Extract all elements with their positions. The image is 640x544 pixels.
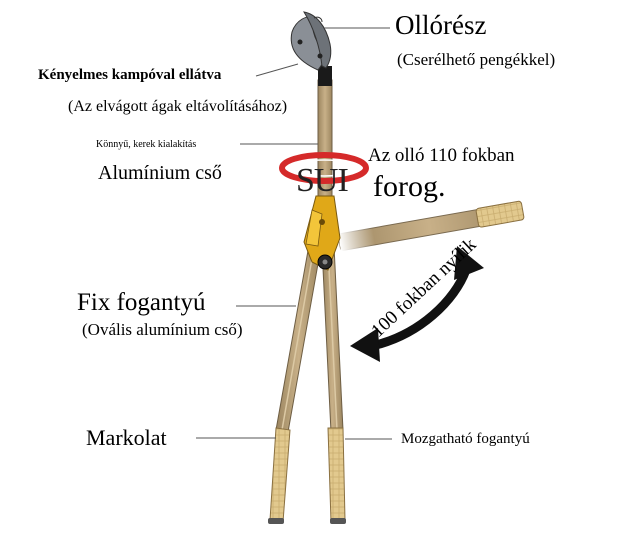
label-movable-handle: Mozgatható fogantyú: [401, 431, 530, 447]
fixed-handle: [275, 244, 322, 433]
label-remove-cut-branches: (Az elvágott ágak eltávolításához): [68, 98, 288, 115]
label-scissor-part: Ollórész: [395, 10, 487, 40]
label-grip: Markolat: [86, 425, 167, 450]
movable-handle: [321, 245, 344, 433]
leader-lines: [196, 27, 392, 440]
label-oval-aluminium-tube: (Ovális alumínium cső): [82, 320, 243, 339]
label-rotates: forog.: [373, 170, 446, 203]
left-grip: [268, 427, 291, 524]
label-aluminium-tube: Alumínium cső: [98, 162, 222, 184]
cutting-head: [290, 11, 332, 71]
rotated-handle-ghost: [337, 200, 525, 255]
opening-angle-arrow: [350, 246, 484, 362]
label-replaceable-blades: (Cserélhető pengékkel): [397, 50, 556, 69]
label-light-round-design: Könnyű, kerek kialakítás: [96, 139, 197, 150]
label-rotation-110: Az olló 110 fokban: [368, 145, 515, 166]
handle-joint: [303, 195, 341, 271]
label-fixed-handle: Fix fogantyú: [77, 289, 206, 316]
right-grip: [327, 427, 346, 524]
rotation-ring: [279, 152, 369, 184]
label-sui-logo: SUI: [296, 162, 349, 199]
label-comfortable-hook: Kényelmes kampóval ellátva: [38, 67, 222, 83]
